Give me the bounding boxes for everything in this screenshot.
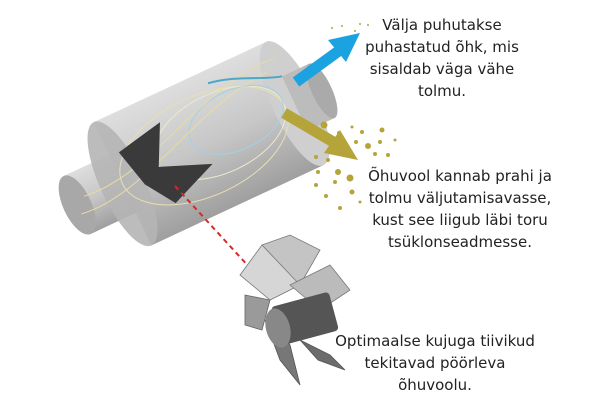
caption-line: sisaldab väga vähe [369,60,515,78]
caption-impeller: Optimaalse kujuga tiivikud tekitavad pöö… [335,330,535,396]
caption-line: Optimaalse kujuga tiivikud [335,332,535,350]
caption-clean-air: Välja puhutakse puhastatud õhk, mis sisa… [362,14,522,102]
caption-line: tekitavad pöörleva [364,354,506,372]
caption-dust-flow: Õhuvool kannab prahi ja tolmu väljutamis… [360,165,560,253]
caption-line: tolmu. [417,82,467,100]
caption-line: tolmu väljutamisavasse, [368,189,552,207]
fan-housing-cylinder [58,41,338,247]
impeller-inside-icon [118,122,213,204]
airflow-streamlines [81,57,289,215]
dust-flow-arrow-icon [281,108,358,160]
caption-line: puhastatud õhk, mis [365,38,519,56]
caption-line: õhuvoolu. [398,376,472,394]
dust-particles-icon [314,23,397,210]
caption-line: Välja puhutakse [382,16,502,34]
caption-line: kust see liigub läbi toru [372,211,548,229]
clean-air-arrow-icon [292,33,360,87]
caption-line: tsüklonseadmesse. [388,233,532,251]
caption-line: Õhuvool kannab prahi ja [368,167,552,185]
impeller-icon [239,234,351,386]
